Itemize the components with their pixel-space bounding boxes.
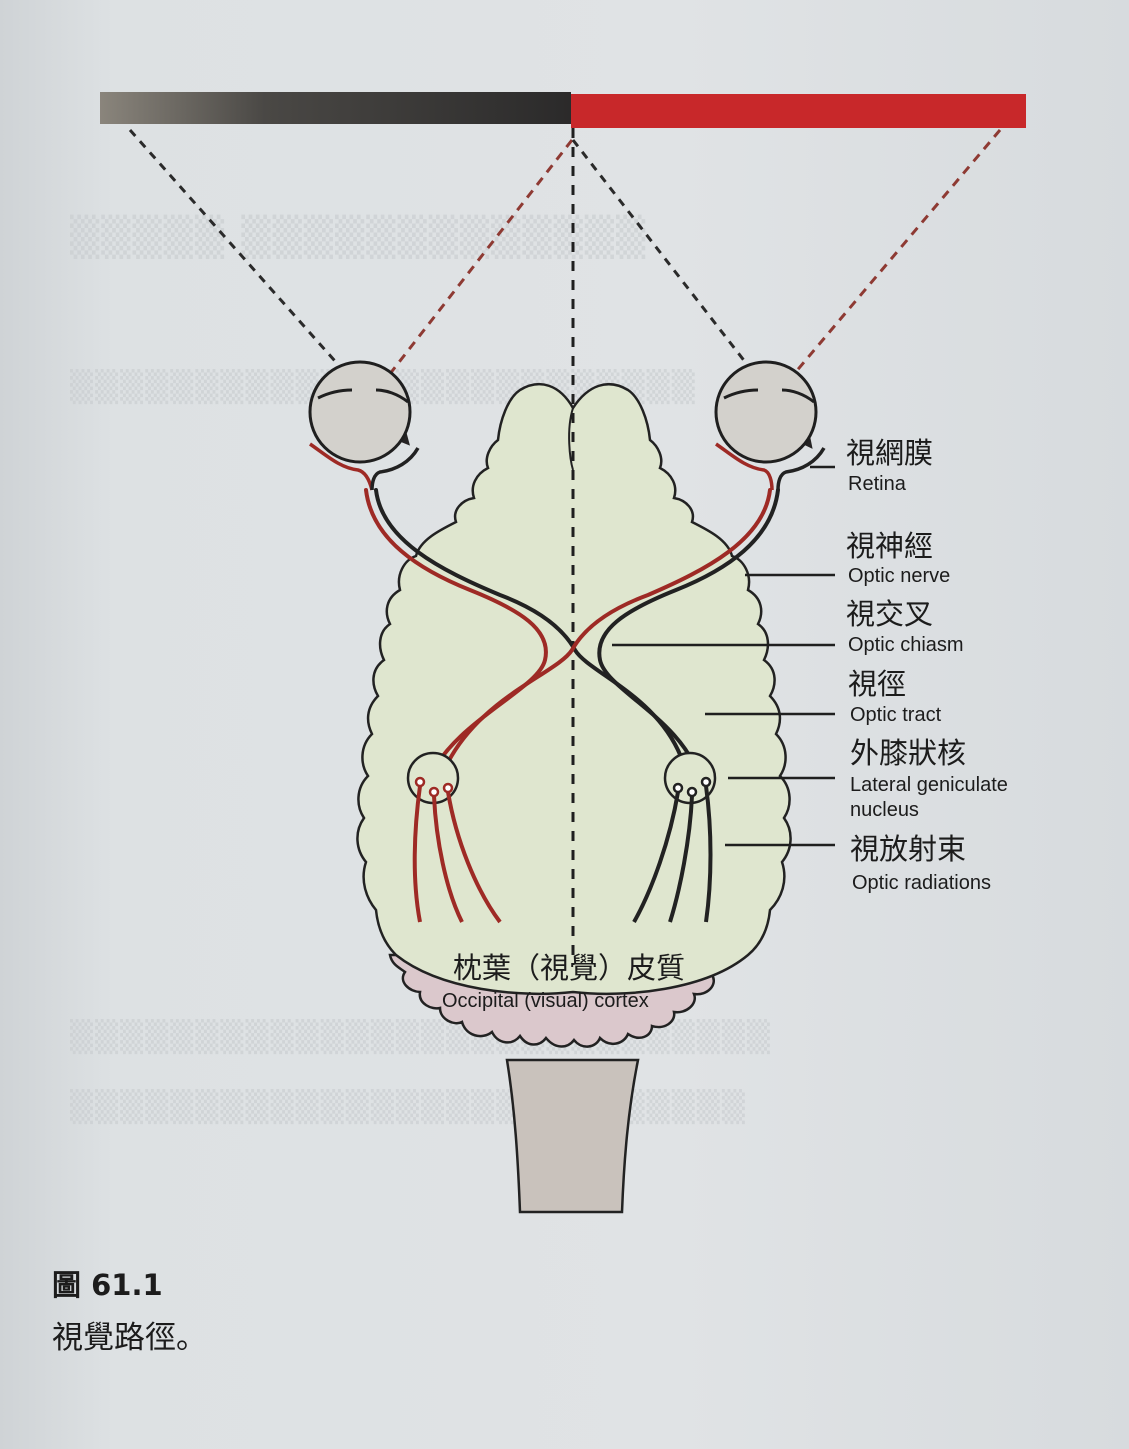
left-visual-field xyxy=(100,92,571,124)
cortex-label-en: Occipital (visual) cortex xyxy=(442,990,649,1012)
optic-nerves-and-tracts xyxy=(364,488,780,782)
optic-chiasm-label-en: Optic chiasm xyxy=(848,634,964,656)
right-retina-black xyxy=(776,447,826,491)
lgn-label-zh: 外膝狀核 xyxy=(850,736,967,770)
lgn-label-en-2: nucleus xyxy=(850,799,919,821)
right-eye xyxy=(714,360,826,491)
optic-radiations xyxy=(412,785,713,924)
right-retina-red xyxy=(715,442,774,491)
right-eye-black-fiber xyxy=(597,488,780,782)
left-retina-black xyxy=(370,447,420,491)
figure-number: 圖 61.1 xyxy=(52,1268,163,1302)
leader-lines xyxy=(612,465,835,847)
bleed-through-text: ▒▒▒▒▒ ▒▒▒▒▒▒▒▒▒▒▒▒▒ xyxy=(70,215,648,259)
retina-label-zh: 視網膜 xyxy=(846,436,934,470)
optic-radiations-label-zh: 視放射束 xyxy=(850,832,967,866)
optic-tract-label-zh: 視徑 xyxy=(848,667,907,701)
figure-caption: 視覺路徑。 xyxy=(52,1320,207,1356)
optic-nerve-label-zh: 視神經 xyxy=(846,529,934,563)
cortex-label-zh: 枕葉（視覺）皮質 xyxy=(453,951,686,985)
lgn-label-en-1: Lateral geniculate xyxy=(850,774,1008,796)
ray-right-eye-red xyxy=(734,129,1002,445)
right-visual-field xyxy=(571,94,1026,128)
optic-tract-label-en: Optic tract xyxy=(850,704,942,726)
brainstem xyxy=(505,1058,640,1214)
left-retina-red xyxy=(309,442,374,491)
optic-chiasm-label-zh: 視交叉 xyxy=(846,597,934,631)
visual-field-bar xyxy=(100,92,1026,128)
optic-nerve-label-en: Optic nerve xyxy=(848,565,951,587)
left-eye xyxy=(308,360,420,491)
right-lgn xyxy=(663,751,717,805)
retina-label-en: Retina xyxy=(848,473,906,495)
optic-radiations-label-en: Optic radiations xyxy=(852,872,991,894)
right-eye-red-fiber xyxy=(438,488,772,782)
